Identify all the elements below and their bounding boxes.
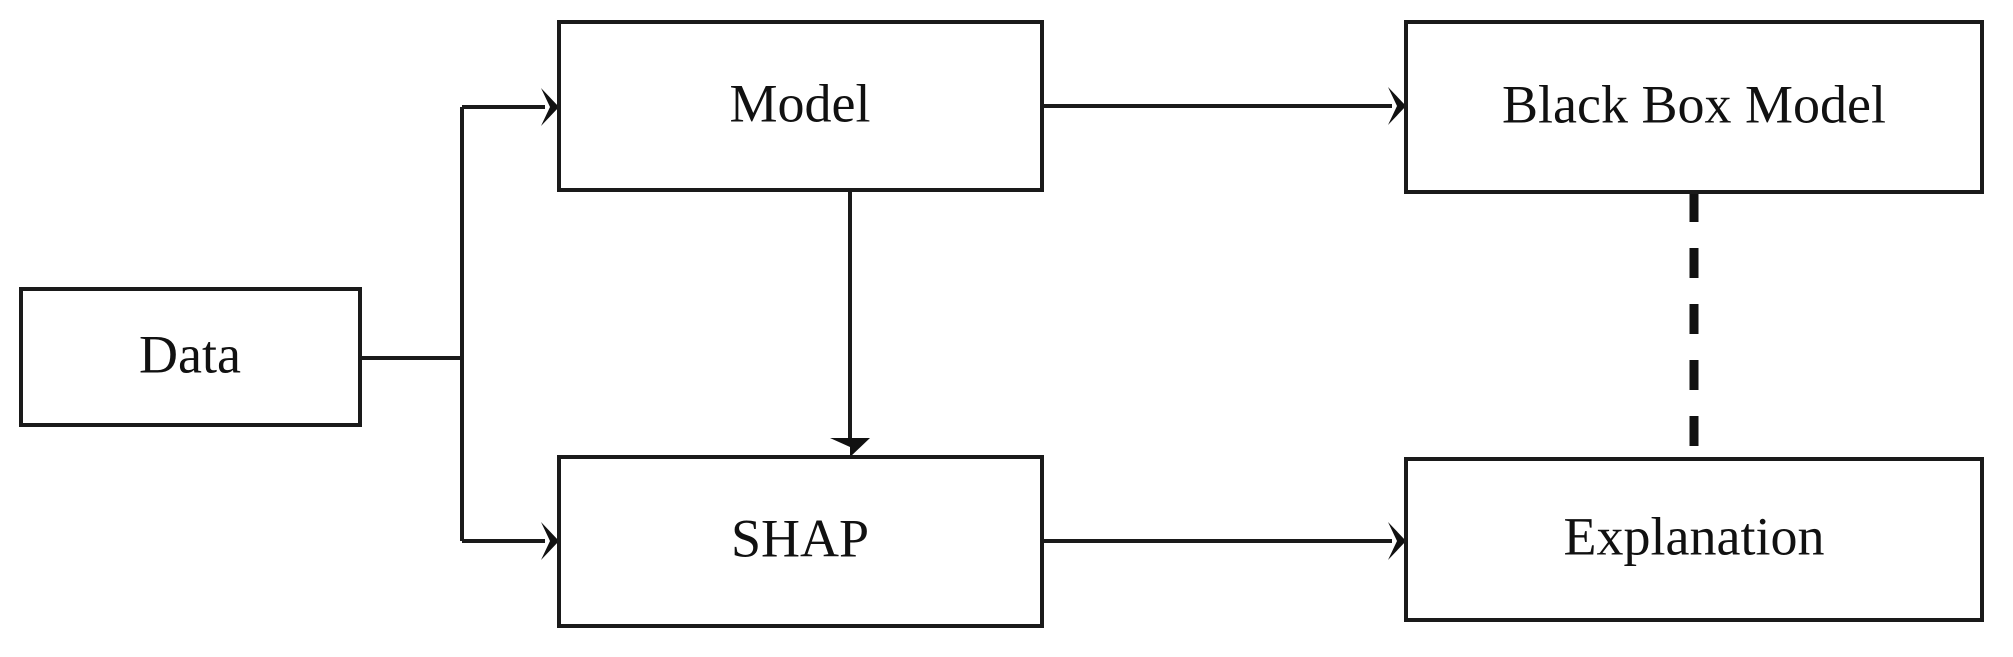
arrowhead-into-black-box-model (1388, 87, 1406, 125)
node-model[interactable]: Model (557, 20, 1044, 192)
node-black-box-model[interactable]: Black Box Model (1404, 20, 1984, 194)
edge-data-to-shap (462, 522, 559, 560)
edge-data-to-split (360, 107, 464, 541)
arrowhead-into-model (541, 88, 559, 126)
arrowhead-into-shap-top (830, 438, 870, 457)
node-shap-box[interactable] (557, 455, 1044, 628)
node-data[interactable]: Data (19, 287, 362, 427)
node-shap[interactable]: SHAP (557, 455, 1044, 628)
node-model-box[interactable] (557, 20, 1044, 192)
edge-model-to-shap (830, 190, 870, 457)
node-explanation-label: Explanation (1564, 506, 1825, 566)
node-black-box-model-label: Black Box Model (1502, 74, 1886, 134)
arrowhead-into-shap-left (541, 522, 559, 560)
node-data-box[interactable] (19, 287, 362, 427)
edge-data-to-model (462, 88, 559, 126)
node-black-box-model-box[interactable] (1404, 20, 1984, 194)
node-explanation[interactable]: Explanation (1404, 457, 1984, 622)
node-model-label: Model (730, 73, 871, 133)
edge-shap-to-explanation (1042, 522, 1406, 560)
node-data-label: Data (139, 324, 241, 384)
arrowhead-into-explanation (1388, 522, 1406, 560)
node-explanation-box[interactable] (1404, 457, 1984, 622)
edge-model-to-black-box-model (1042, 87, 1406, 125)
node-shap-label: SHAP (731, 508, 869, 568)
